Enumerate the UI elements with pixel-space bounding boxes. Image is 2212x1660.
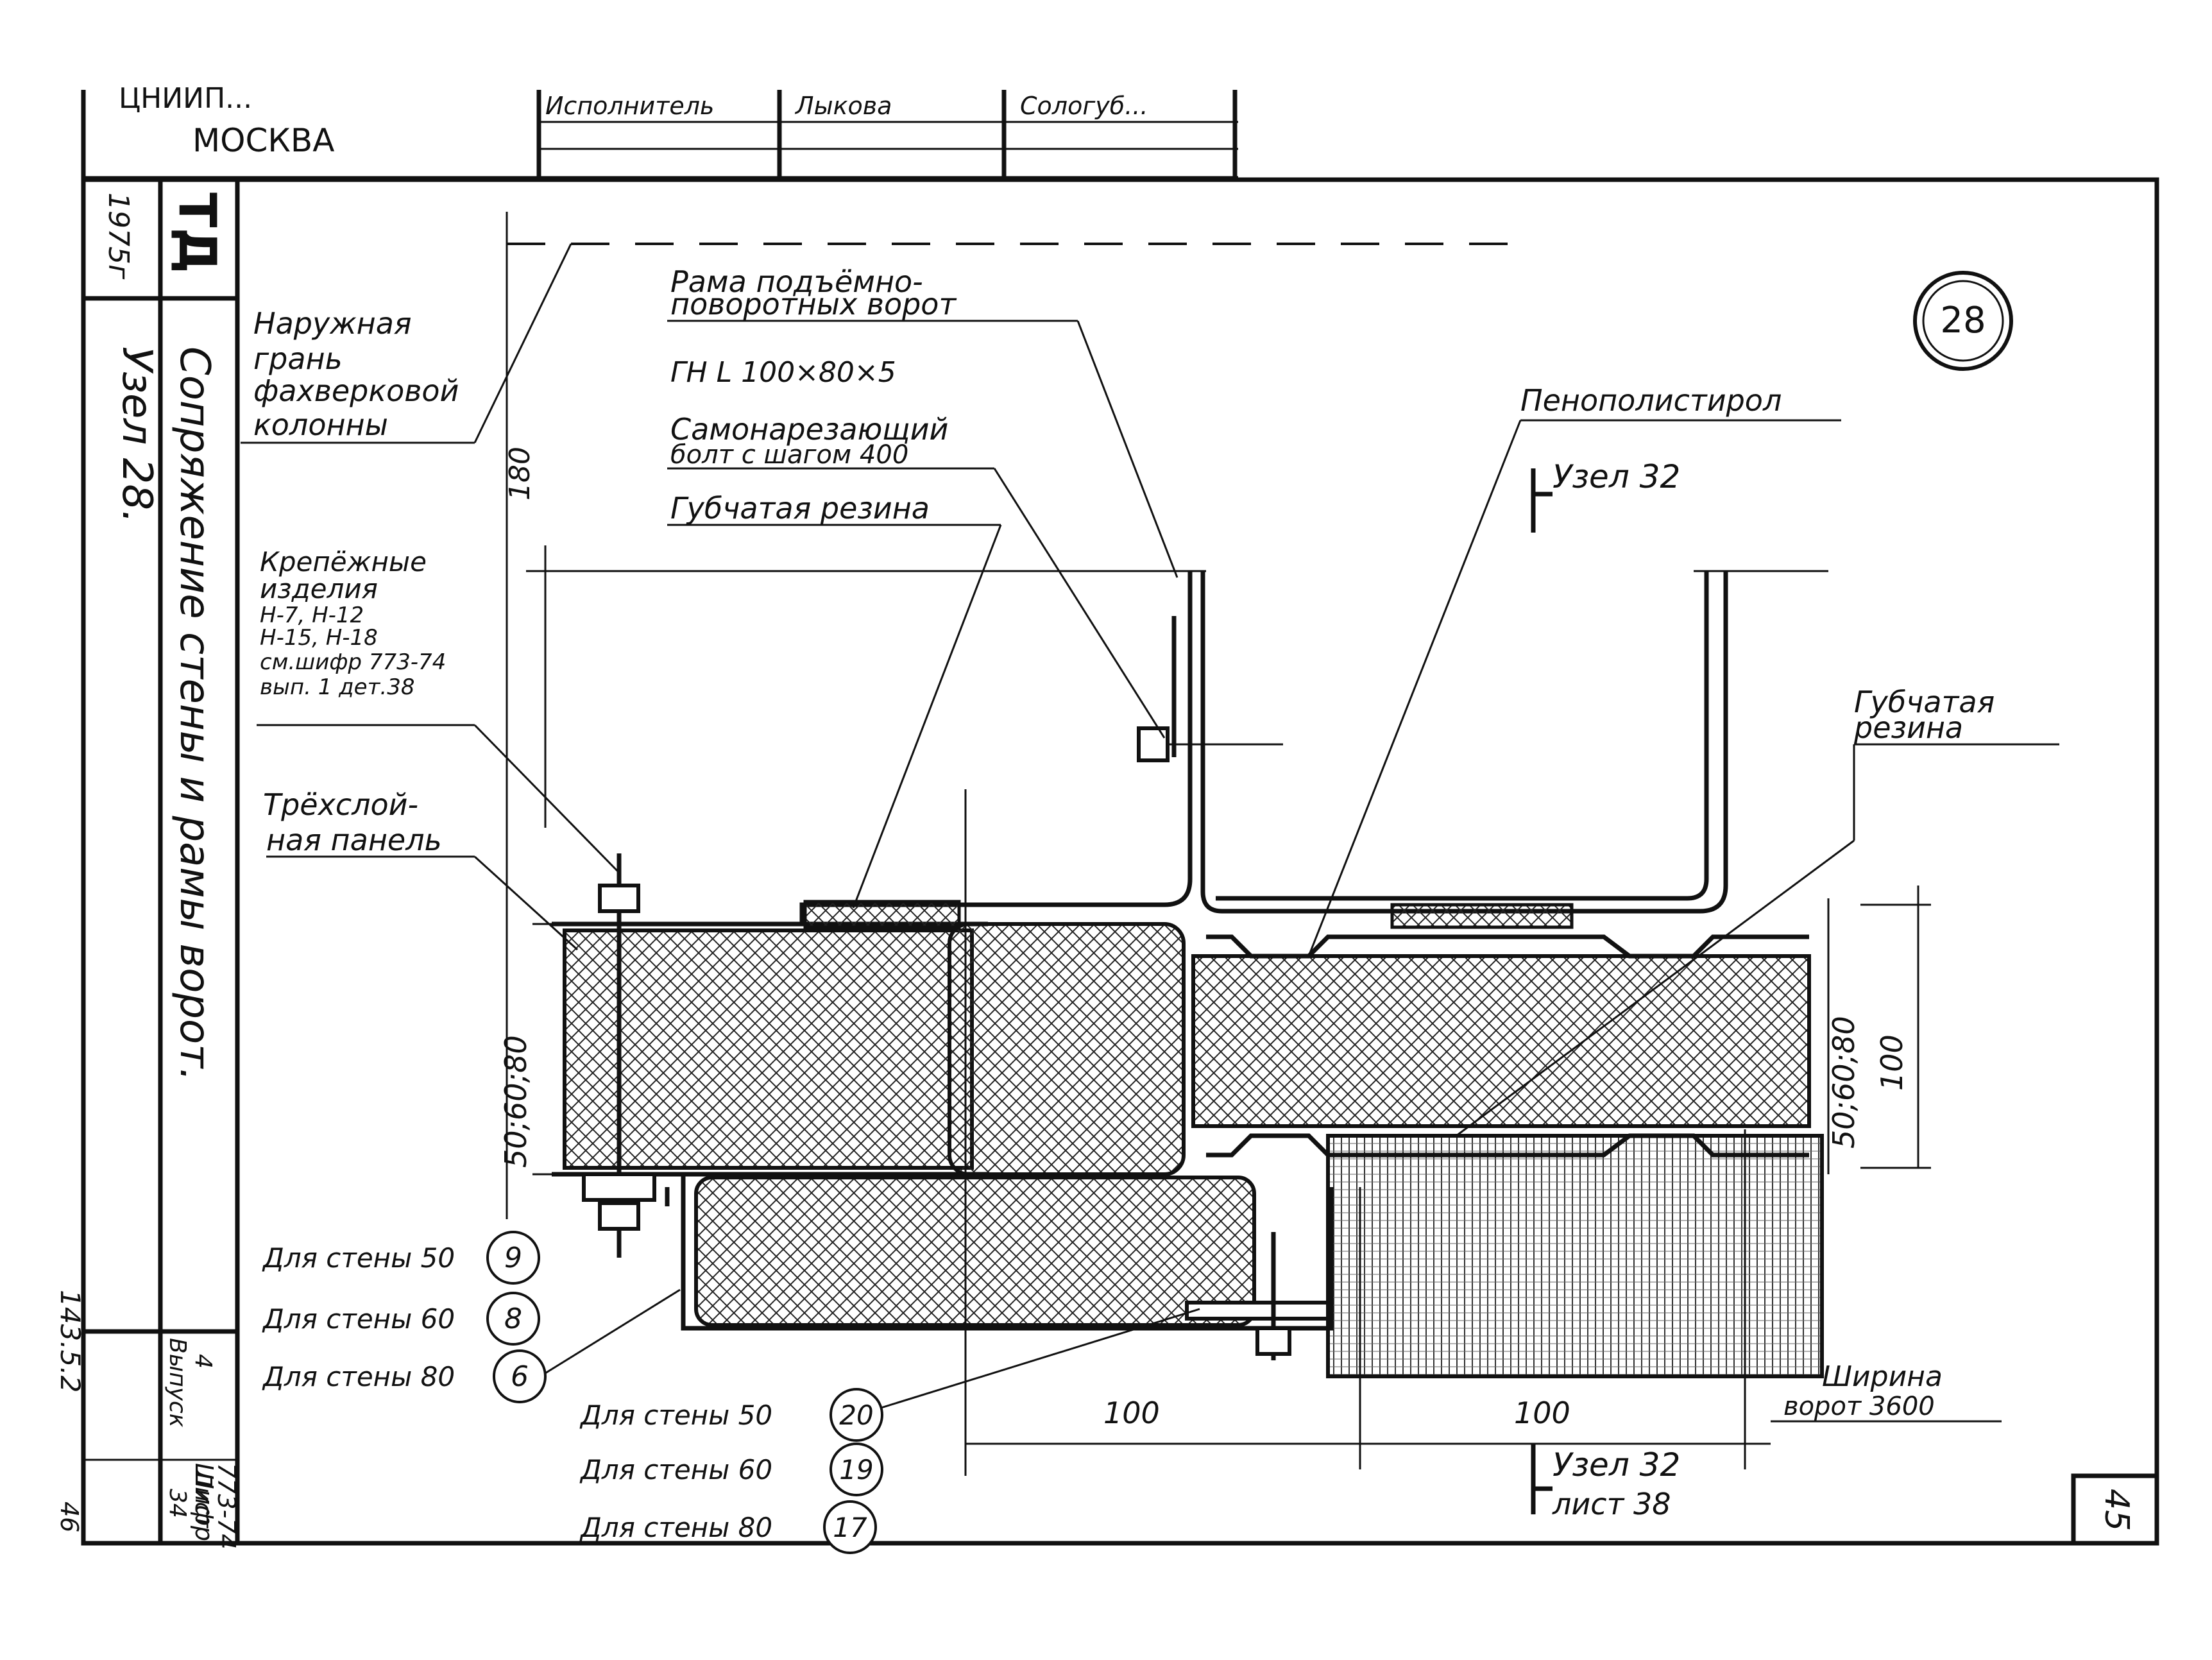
callouts-bottom: Для стены 50 20 Для стены 60 19 Для стен…	[579, 1388, 883, 1554]
callout-left-num-1: 9	[504, 1242, 522, 1274]
node-number-badge: 28	[1913, 271, 2013, 371]
fasteners-1: Крепёжные	[260, 546, 427, 578]
detail-drawing	[241, 212, 2059, 1514]
node32-bottom-2: лист 38	[1552, 1487, 1671, 1521]
cipher-label: Шифр	[190, 1463, 218, 1541]
callout-bottom-label-3: Для стены 80	[579, 1512, 772, 1543]
rubber-right-2: резина	[1853, 710, 1963, 745]
panel-label-2: ная панель	[266, 823, 442, 857]
series-label: ТД	[167, 193, 227, 273]
issue-label: Выпуск	[164, 1338, 191, 1428]
fasteners-4: Н-15, Н-18	[260, 625, 378, 651]
outer-face-line-1: Наружная	[253, 306, 412, 341]
node-label-vertical: Узел 28.	[113, 347, 160, 523]
bolt-label-2: болт с шагом 400	[670, 440, 908, 470]
frame-label-1: Рама подъёмно-	[670, 264, 923, 299]
stamp-cell-1: Исполнитель	[545, 92, 714, 120]
sheet-label: Лист	[190, 1468, 216, 1528]
rotated-number: 143.5.2	[55, 1290, 86, 1392]
stamp-cell-3: Сологуб...	[1020, 92, 1148, 120]
stamp-cell-2: Лыкова	[794, 92, 892, 120]
angle-label: ГН L 100×80×5	[670, 356, 896, 389]
dim-100-right: 100	[1875, 1034, 1909, 1091]
callout-bottom-label-2: Для стены 60	[579, 1454, 772, 1485]
node32-bottom-1: Узел 32	[1553, 1446, 1680, 1484]
sheet-title: Сопряжение стены и рамы ворот.	[171, 347, 218, 1081]
city-label: МОСКВА	[192, 122, 334, 159]
fasteners-3: Н-7, Н-12	[260, 603, 364, 628]
fasteners-6: вып. 1 дет.38	[260, 674, 414, 700]
callout-left-label-1: Для стены 50	[262, 1242, 455, 1274]
callout-bottom-label-1: Для стены 50	[579, 1399, 772, 1431]
callouts-left: Для стены 50 9 Для стены 60 8 Для стены …	[262, 1231, 547, 1403]
year-label: 1975г	[102, 193, 135, 280]
annotations: Наружная грань фахверковой колонны Рама …	[253, 264, 1995, 1521]
fasteners-5: см.шифр 773-74	[260, 649, 446, 675]
gate-width-2: ворот 3600	[1783, 1392, 1935, 1421]
sheet-frame	[81, 177, 2159, 1546]
callout-bottom-num-1: 20	[839, 1399, 873, 1431]
gate-width-1: Ширина	[1822, 1360, 1943, 1393]
title-block: ЦНИИП... МОСКВА Исполнитель Лыкова Солог…	[81, 82, 1238, 181]
callout-left-label-2: Для стены 60	[262, 1303, 455, 1335]
bolt-label-1: Самонарезающий	[670, 412, 948, 447]
frame-label-2: поворотных ворот	[670, 287, 957, 321]
dim-180: 180	[504, 447, 536, 501]
outer-face-line-3: фахверковой	[253, 373, 459, 408]
org-line: ЦНИИП...	[119, 82, 252, 115]
cipher-value: 773-74	[212, 1463, 241, 1550]
callout-left-num-3: 6	[511, 1360, 529, 1393]
dim-100-a: 100	[1103, 1396, 1160, 1430]
panel-label-1: Трёхслой-	[263, 787, 418, 822]
outer-face-line-2: грань	[253, 341, 343, 376]
callout-bottom-num-3: 17	[833, 1512, 867, 1543]
callout-left-label-3: Для стены 80	[262, 1361, 455, 1392]
fasteners-2: изделия	[260, 573, 378, 604]
dim-right: 50;60;80	[1826, 1016, 1861, 1149]
sheet-value: 34	[164, 1489, 191, 1518]
node32-top-label: Узел 32	[1553, 458, 1680, 495]
page-small: 46	[55, 1502, 83, 1532]
dim-100-b: 100	[1514, 1396, 1570, 1430]
callout-left-num-2: 8	[504, 1303, 522, 1335]
foam-label: Пенополистирол	[1520, 383, 1782, 418]
node-number: 28	[1940, 300, 1986, 341]
outer-face-line-4: колонны	[253, 407, 388, 442]
rubber-right-1: Губчатая	[1854, 685, 1995, 719]
page-number: 45	[2097, 1489, 2136, 1531]
left-block: 1975г ТД Сопряжение стены и рамы ворот. …	[55, 193, 241, 1550]
issue-value: 4	[190, 1354, 216, 1369]
callout-bottom-num-2: 19	[839, 1454, 873, 1485]
dim-left: 50;60;80	[498, 1035, 533, 1168]
rubber-top-label: Губчатая резина	[670, 491, 930, 526]
